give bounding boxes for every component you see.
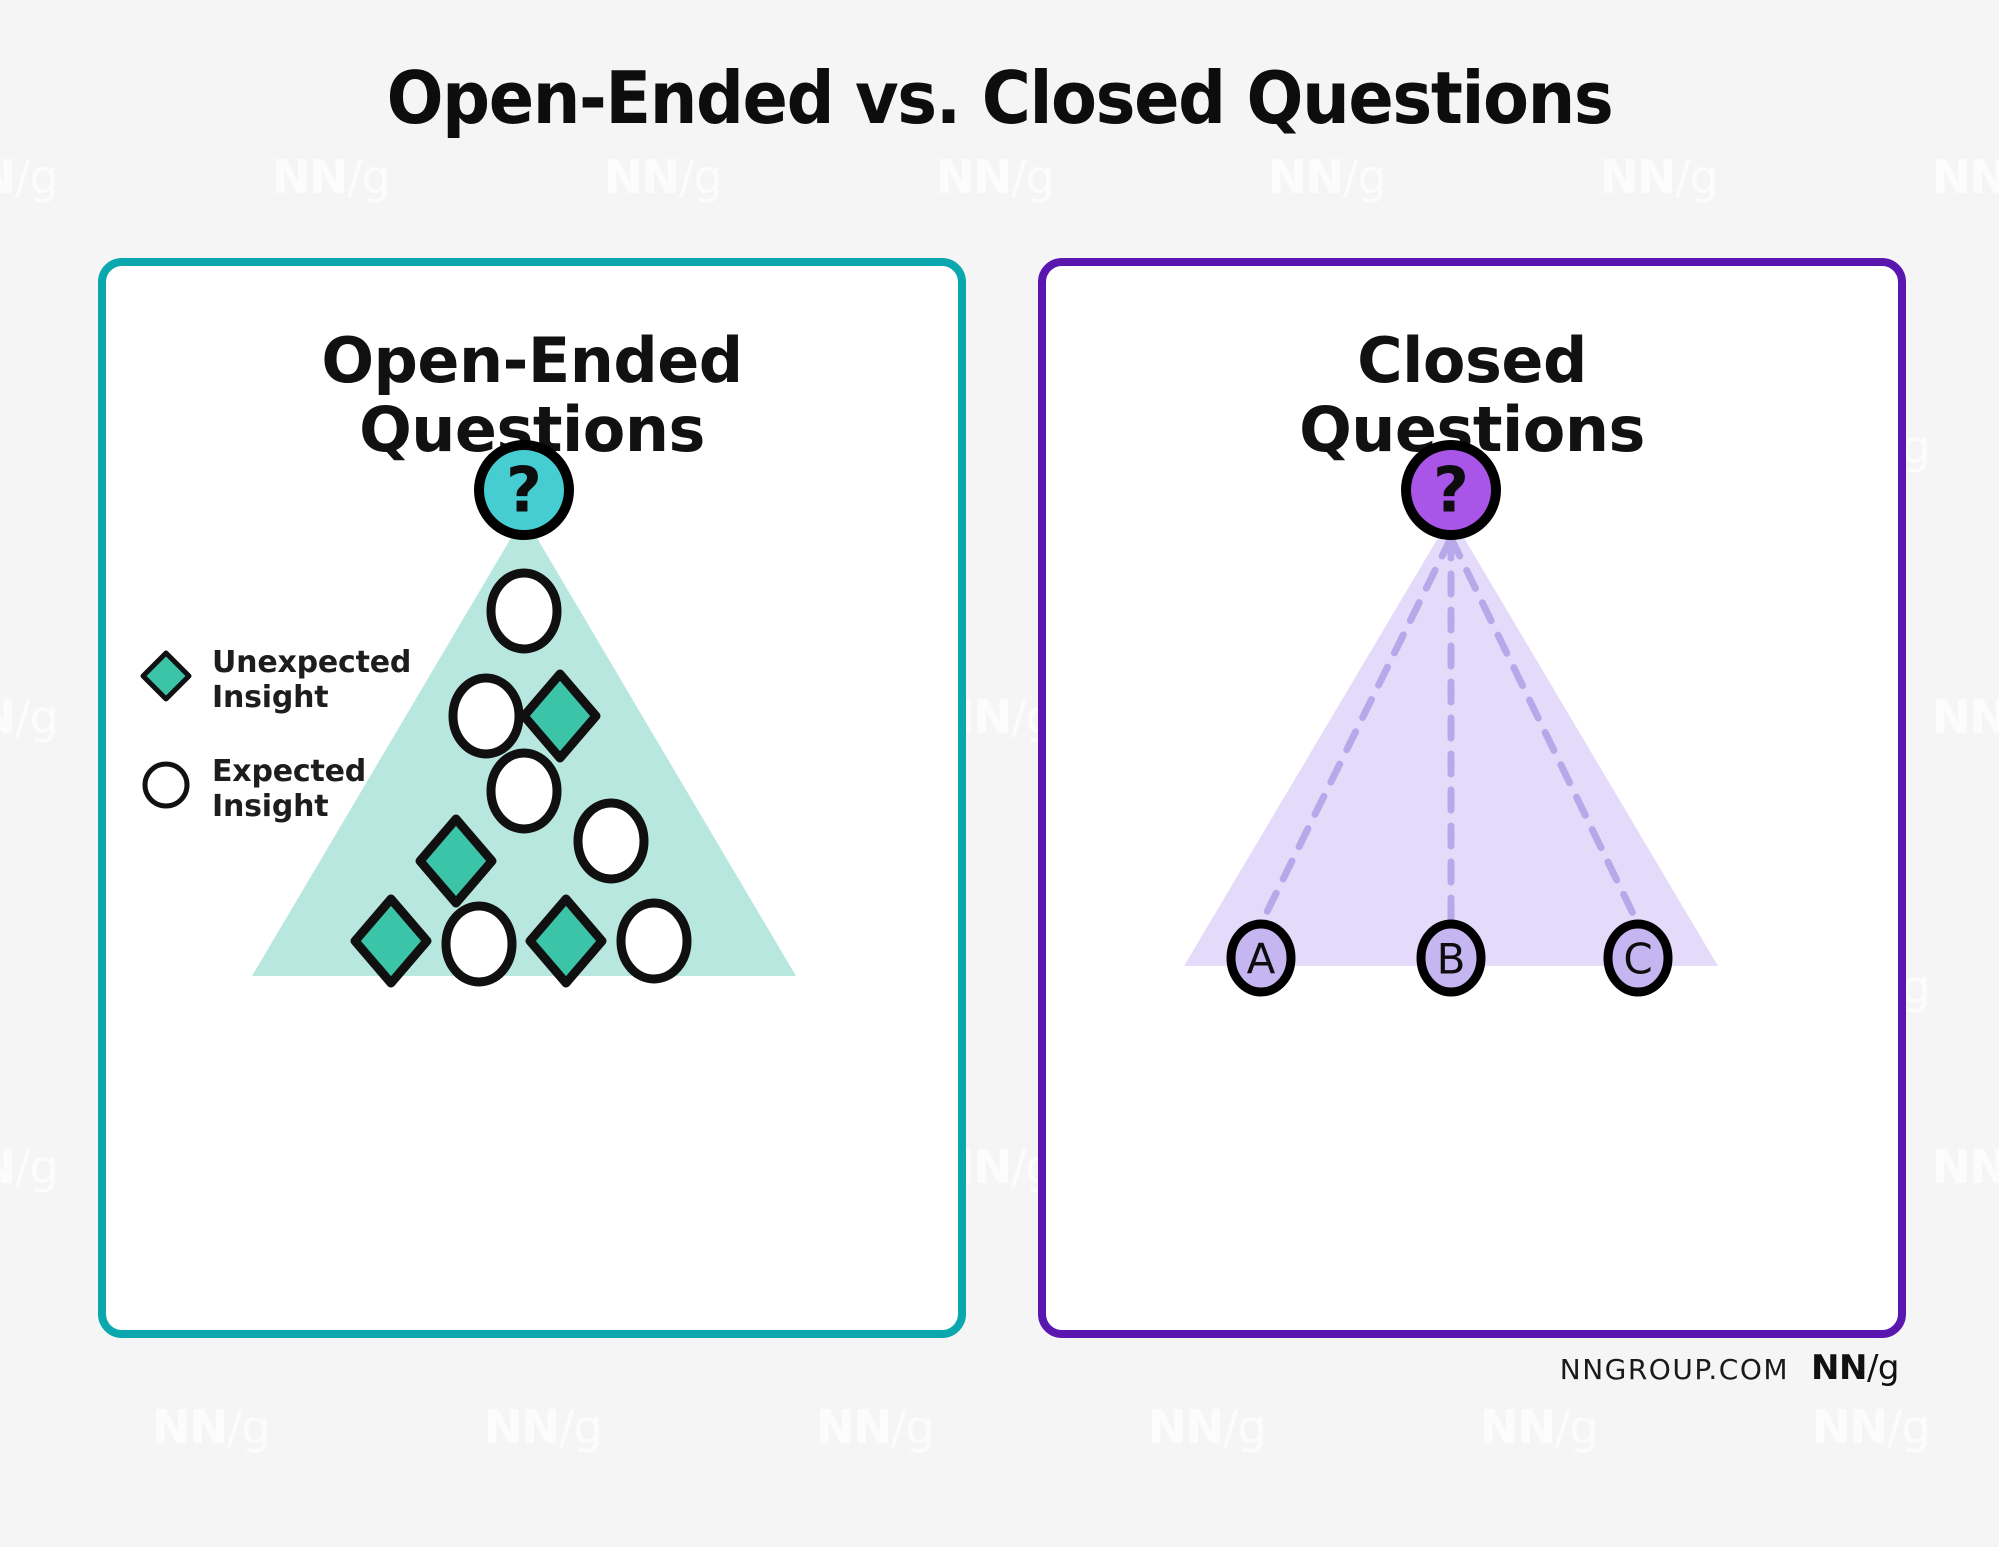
diamond-icon — [140, 650, 192, 702]
closed-answer-nodes: A B C — [1226, 919, 1673, 997]
open-ended-diagram: ? — [252, 440, 796, 988]
nng-logo-nn: NN — [1811, 1348, 1867, 1388]
watermark-nng: NN/g — [1932, 1140, 1999, 1194]
legend-label-expected-line2: Insight — [212, 788, 329, 824]
question-mark-label: ? — [506, 454, 542, 527]
answer-label: A — [1247, 935, 1276, 984]
panel-closed-heading-line1: Closed — [1357, 324, 1587, 397]
legend-label-unexpected-line2: Insight — [212, 679, 329, 715]
expected-insight-marker — [486, 748, 562, 834]
open-ended-insight-triangle — [252, 516, 796, 976]
watermark-nng: NN/g — [1812, 1400, 1931, 1454]
watermark-nng: NN/g — [0, 150, 59, 204]
answer-circle — [1226, 919, 1296, 997]
legend-item-expected-insight: Expected Insight — [140, 754, 411, 824]
open-ended-question-node: ? — [474, 440, 574, 540]
answer-label: C — [1623, 935, 1652, 984]
answer-circle — [1416, 919, 1486, 997]
watermark-nng: NN/g — [1932, 150, 1999, 204]
unexpected-insight-marker — [415, 814, 497, 908]
legend-label-unexpected-insight: Unexpected Insight — [212, 645, 412, 715]
legend-item-unexpected-insight: Unexpected Insight — [140, 645, 412, 715]
nng-logo-slash: / — [1866, 1348, 1878, 1388]
question-mark-circle — [474, 440, 574, 540]
open-ended-insight-markers — [350, 568, 692, 988]
unexpected-insight-marker — [519, 669, 601, 763]
expected-insight-marker — [573, 798, 649, 884]
nng-logo: NN/g — [1811, 1348, 1899, 1388]
watermark-nng: NN/g — [1600, 150, 1719, 204]
watermark-nng: NN/g — [1480, 1400, 1599, 1454]
question-mark-circle — [1401, 440, 1501, 540]
expected-insight-marker — [486, 568, 562, 654]
watermark-nng: NN/g — [272, 150, 391, 204]
legend-label-expected-line1: Expected — [212, 754, 367, 789]
watermark-nng: NN/g — [1148, 1400, 1267, 1454]
expected-insight-marker — [448, 673, 524, 759]
footer-branding: NNGROUP.COM NN/g — [1559, 1348, 1900, 1388]
watermark-nng: NN/g — [816, 1400, 935, 1454]
unexpected-insight-marker — [350, 894, 432, 988]
watermark-nng: NN/g — [484, 1400, 603, 1454]
closed-questions-diagram: A B C ? — [1184, 440, 1718, 997]
answer-node-b: B — [1416, 919, 1486, 997]
closed-answer-paths — [1257, 534, 1642, 928]
unexpected-insight-marker — [525, 894, 607, 988]
answer-label: B — [1437, 935, 1466, 984]
closed-question-node: ? — [1401, 440, 1501, 540]
answer-path-c — [1447, 534, 1642, 928]
watermark-nng: NN/g — [936, 150, 1055, 204]
expected-insight-marker — [441, 901, 517, 987]
watermark-nng: NN/g — [0, 690, 59, 744]
watermark-nng: NN/g — [604, 150, 723, 204]
legend-label-expected-insight: Expected Insight — [212, 754, 367, 824]
expected-insight-marker — [616, 898, 692, 984]
answer-node-c: C — [1603, 919, 1673, 997]
answer-circle — [1603, 919, 1673, 997]
answer-node-a: A — [1226, 919, 1296, 997]
watermark-nng: NN/g — [1268, 150, 1387, 204]
watermark-nng: NN/g — [0, 1140, 59, 1194]
panel-open-ended-heading-line1: Open-Ended — [321, 324, 743, 397]
footer-url: NNGROUP.COM — [1559, 1353, 1790, 1386]
legend-label-unexpected-line1: Unexpected — [212, 645, 412, 680]
answer-path-a — [1257, 534, 1455, 928]
watermark-nng: NN/g — [152, 1400, 271, 1454]
nng-logo-g: g — [1877, 1348, 1900, 1388]
circle-icon — [142, 761, 190, 809]
page-title: Open-Ended vs. Closed Questions — [386, 56, 1614, 140]
legend: Unexpected Insight Expected Insight — [140, 645, 412, 864]
question-mark-label: ? — [1433, 454, 1469, 527]
panel-open-ended-questions: Open-Ended Questions Unexpected Insight … — [98, 258, 966, 1338]
watermark-nng: NN/g — [1932, 690, 1999, 744]
